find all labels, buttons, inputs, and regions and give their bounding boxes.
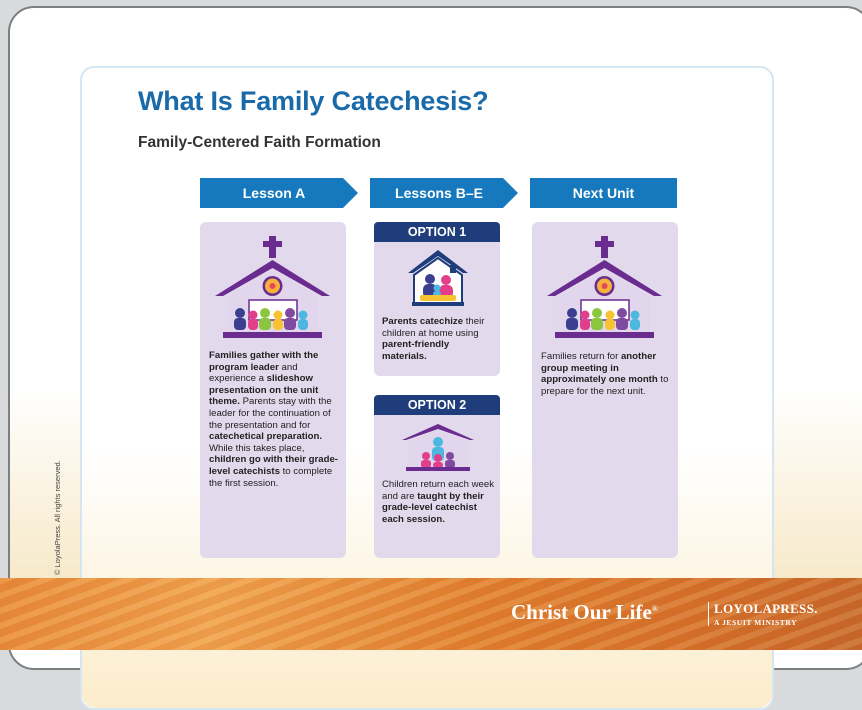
footer-banner	[0, 578, 862, 650]
copyright-notice: © LoyolaPress. All rights reserved.	[53, 460, 62, 575]
page-title: What Is Family Catechesis?	[138, 86, 489, 116]
step-lesson-a: Lesson A	[200, 178, 358, 208]
brand-logo: Christ Our Life®	[511, 600, 658, 624]
church-icon	[215, 236, 330, 338]
step-next-unit: Next Unit	[530, 178, 677, 208]
church-icon	[547, 236, 662, 338]
page-subtitle: Family-Centered Faith Formation	[138, 134, 381, 151]
publisher-logo: LOYOLAPRESS. A JESUIT MINISTRY	[714, 601, 818, 627]
next-unit-description: Families return for another group meetin…	[541, 351, 669, 397]
option-2-panel	[374, 395, 500, 558]
lesson-a-description: Families gather with the program leader …	[209, 350, 338, 489]
option-1-header: OPTION 1	[374, 222, 500, 242]
option-1-description: Parents catechize their children at home…	[382, 316, 485, 362]
house-icon	[408, 250, 468, 306]
option-2-header: OPTION 2	[374, 395, 500, 415]
option-2-description: Children return each week and are taught…	[382, 479, 494, 525]
logo-divider	[708, 602, 709, 626]
classroom-icon	[402, 424, 474, 471]
step-lessons-b-e: Lessons B–E	[370, 178, 518, 208]
